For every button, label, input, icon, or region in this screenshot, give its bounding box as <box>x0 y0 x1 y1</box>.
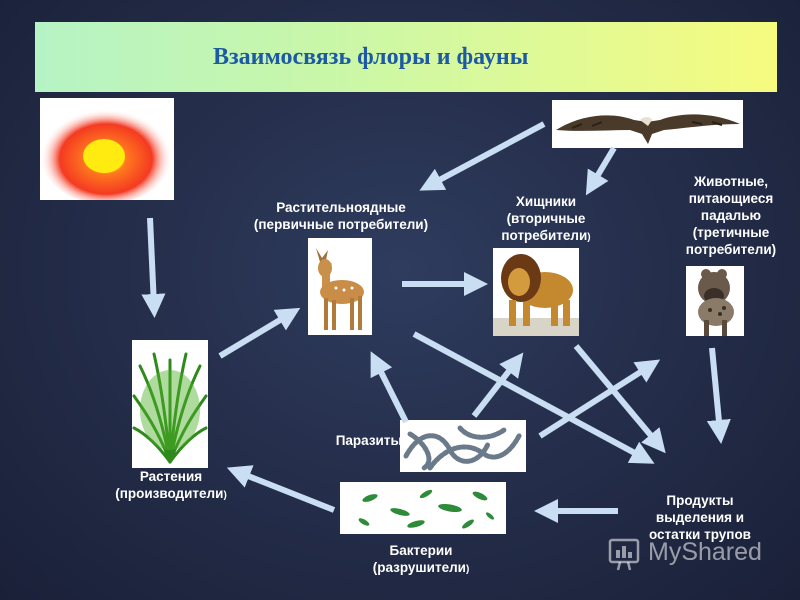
eagle-image <box>552 100 743 148</box>
arrow-parasites-to-herbivores <box>370 351 409 424</box>
label-predators: Хищники (вторичные потребители) <box>501 194 591 243</box>
plant-image <box>132 340 208 468</box>
diagram-title: Взаимосвязь флоры и фауны <box>213 44 529 70</box>
arrow-bacteria-to-scavengers <box>538 359 661 439</box>
arrow-scavengers-to-products <box>706 347 731 444</box>
lion-image <box>493 248 579 336</box>
watermark-logo-icon <box>608 538 640 571</box>
title-bar: Взаимосвязь флоры и фауны <box>35 22 777 92</box>
arrow-bacteria-to-plants <box>226 465 336 513</box>
label-bacteria: Бактерии (разрушители) <box>372 543 470 575</box>
label-plants: Растения (производители) <box>115 469 227 501</box>
deer-image <box>308 238 372 335</box>
sun-image <box>40 98 174 200</box>
arrow-eagle-to-herbivores <box>419 121 546 191</box>
arrow-herbivores-to-products <box>412 331 655 464</box>
arrow-eagle-to-predators <box>585 146 617 196</box>
label-herbivores: Растительноядные (первичные потребители) <box>253 200 429 232</box>
bacteria-image <box>340 482 506 534</box>
arrow-predators-to-products <box>573 344 666 454</box>
label-parasites: Паразиты <box>335 433 402 448</box>
label-scavengers: Животные, питающиеся падалью (третичные … <box>685 174 777 257</box>
arrow-parasites-to-predators <box>471 352 524 418</box>
arrow-plants-to-herbivores <box>218 307 301 359</box>
parasites-image <box>400 420 526 472</box>
hyena-image <box>686 266 744 336</box>
label-products: Продукты выделения и остатки трупов <box>648 493 751 542</box>
arrow-sun-to-plants <box>141 217 166 318</box>
watermark-text: MyShared <box>648 538 762 566</box>
